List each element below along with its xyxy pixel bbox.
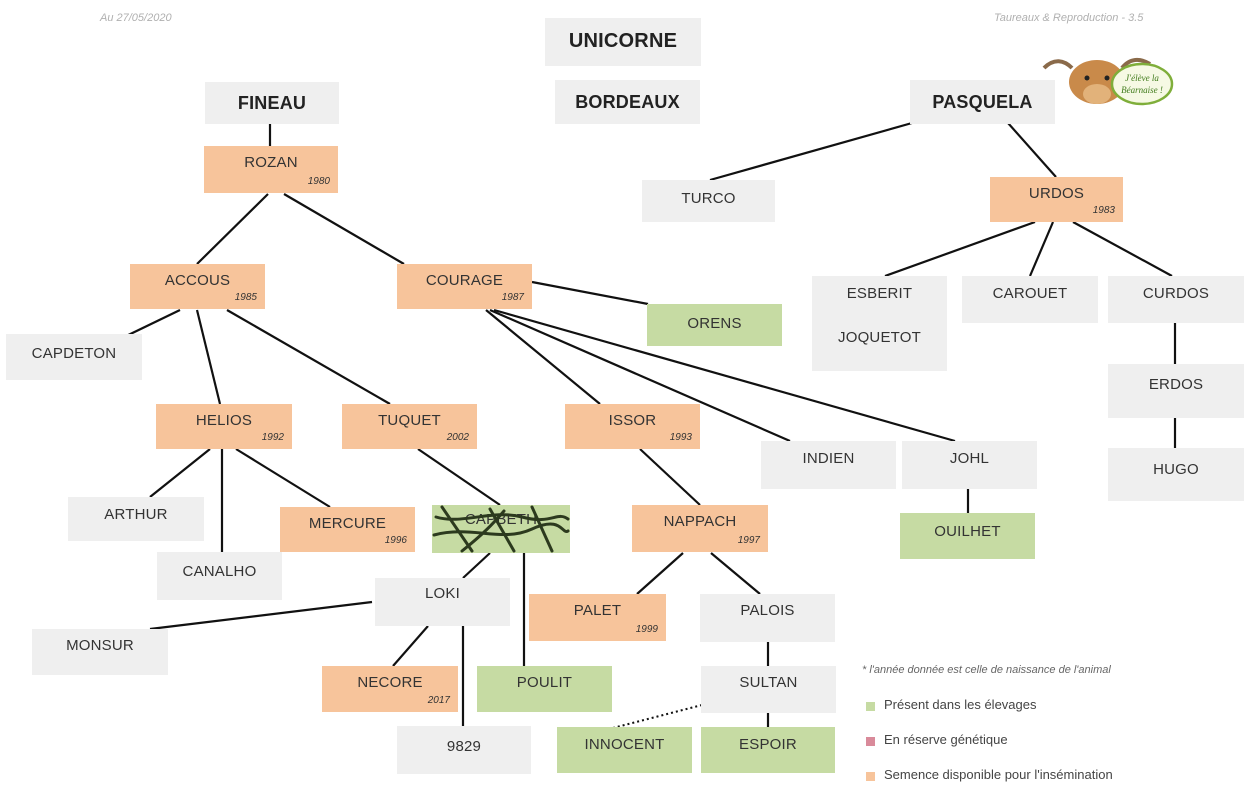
node-canalho: CANALHO	[157, 552, 282, 600]
link-sultan-innocent-dotted	[612, 704, 703, 729]
svg-text:Béarnaise !: Béarnaise !	[1121, 85, 1163, 95]
node-turco: TURCO	[642, 180, 775, 222]
title-bordeaux: BORDEAUX	[555, 80, 700, 124]
node-arthur: ARTHUR	[68, 497, 204, 541]
node-poulit: POULIT	[477, 666, 612, 712]
cow-head-icon: J'élève la Béarnaise !	[1042, 57, 1174, 106]
node-carouet: CAROUET	[962, 276, 1098, 323]
node-capdeton: CAPDETON	[6, 334, 142, 380]
link-courage-johl	[493, 308, 956, 443]
link-nappach-palois	[710, 552, 761, 595]
node-palois: PALOIS	[700, 594, 835, 642]
legend-swatch-reserve	[866, 737, 875, 746]
legend-semence: Semence disponible pour l'insémination	[884, 767, 1113, 782]
link-rozan-accous	[196, 193, 269, 265]
title-pasquela: PASQUELA	[910, 80, 1055, 124]
link-accous-tuquet	[226, 309, 391, 405]
node-sultan: SULTAN	[701, 666, 836, 713]
node-9829: 9829	[397, 726, 531, 774]
link-rozan-courage	[283, 193, 405, 265]
node-joquetot: JOQUETOT	[838, 329, 921, 346]
node-capbeth-crossed: CAPBETH	[432, 505, 570, 553]
legend-swatch-semence	[866, 772, 875, 781]
node-ouilhet: OUILHET	[900, 513, 1035, 559]
node-curdos: CURDOS	[1108, 276, 1244, 323]
link-capbeth-loki	[462, 552, 491, 579]
link-helios-arthur	[149, 448, 211, 498]
link-loki-monsur	[149, 600, 373, 631]
node-esberit: ESBERIT JOQUETOT	[812, 276, 947, 371]
link-tuquet-capbeth	[417, 448, 501, 506]
link-loki-necore	[392, 625, 429, 667]
link-pasquela-turco	[709, 121, 913, 182]
header-reference: Taureaux & Reproduction - 3.5	[994, 12, 1144, 24]
node-hugo: HUGO	[1108, 448, 1244, 501]
title-fineau: FINEAU	[205, 82, 339, 124]
crossed-out-scribble	[432, 505, 570, 553]
node-monsur: MONSUR	[32, 629, 168, 675]
node-orens: ORENS	[647, 304, 782, 346]
link-nappach-palet	[636, 552, 684, 595]
legend-reserve: En réserve génétique	[884, 732, 1008, 747]
link-urdos-curdos	[1072, 221, 1173, 277]
title-unicorne: UNICORNE	[545, 18, 701, 66]
legend-note: * l'année donnée est celle de naissance …	[862, 664, 1111, 676]
legend-swatch-present	[866, 702, 875, 711]
link-pasquela-urdos	[1007, 122, 1057, 178]
link-courage-orens	[531, 280, 649, 306]
node-loki: LOKI	[375, 578, 510, 626]
bearnaise-logo: J'élève la Béarnaise !	[1042, 50, 1174, 112]
link-courage-indien	[489, 308, 791, 443]
header-date: Au 27/05/2020	[100, 12, 172, 24]
node-erdos: ERDOS	[1108, 364, 1244, 418]
link-courage-issor	[485, 309, 601, 405]
link-urdos-esberit	[884, 220, 1036, 278]
node-espoir: ESPOIR	[701, 727, 835, 773]
link-helios-mercure	[235, 448, 331, 508]
node-innocent: INNOCENT	[557, 727, 692, 773]
link-accous-helios	[195, 309, 222, 405]
node-johl: JOHL	[902, 441, 1037, 489]
link-issor-nappach	[639, 448, 701, 506]
link-urdos-carouet	[1028, 221, 1055, 277]
node-indien: INDIEN	[761, 441, 896, 489]
legend-present: Présent dans les élevages	[884, 697, 1037, 712]
svg-text:J'élève la: J'élève la	[1125, 73, 1159, 83]
